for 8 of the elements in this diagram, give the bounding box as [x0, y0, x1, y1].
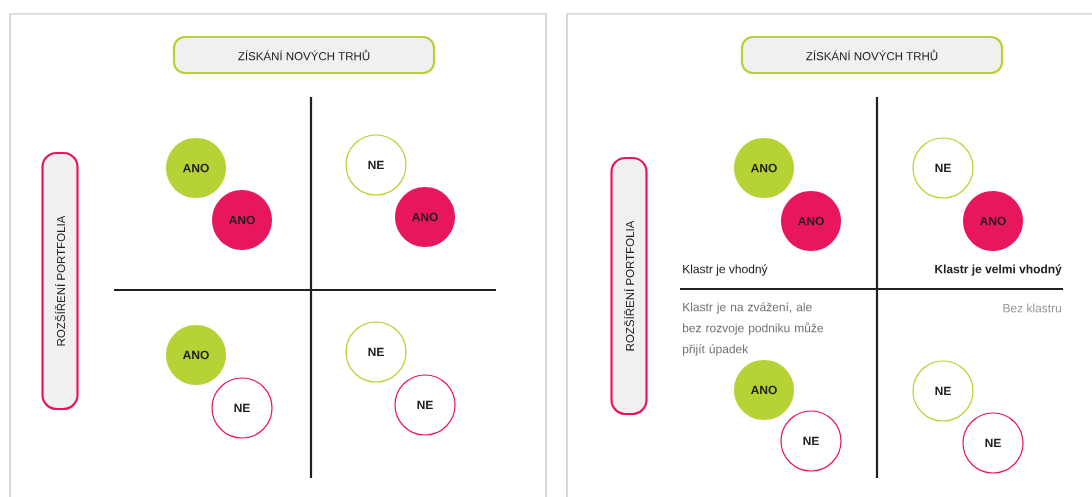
title-box: ZÍSKÁNÍ NOVÝCH TRHŮ [172, 35, 436, 75]
axis-label-box: ROZŠÍŘENÍ PORTFOLIA [610, 156, 648, 416]
quadrant-label: Klastr je velmi vhodný [935, 264, 1062, 276]
axis-label-box: ROZŠÍŘENÍ PORTFOLIA [41, 151, 79, 411]
quadrant-label: Klastr je na zvážení, ale bez rozvoje podniku může přijít úpadek [682, 302, 824, 356]
quadrant-label: Klastr je vhodný [683, 264, 768, 276]
title-box: ZÍSKÁNÍ NOVÝCH TRHŮ [740, 35, 1004, 75]
quadrant-label: Bez klastru [1003, 303, 1061, 313]
